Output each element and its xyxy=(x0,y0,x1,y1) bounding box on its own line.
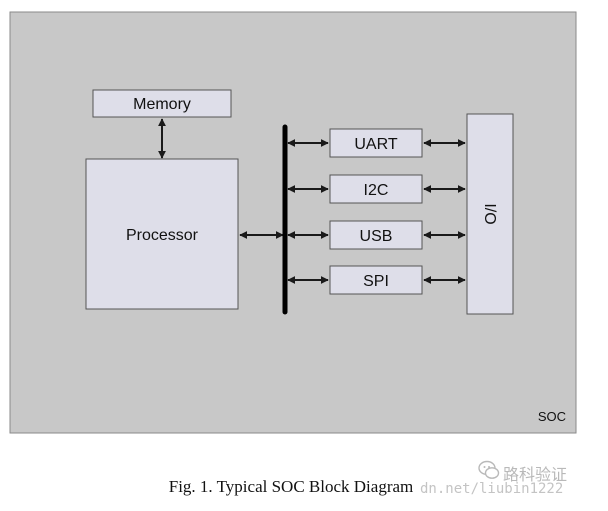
soc-label: SOC xyxy=(538,409,566,424)
url-watermark: dn.net/liubin1222 xyxy=(420,481,564,497)
watermark-text: 路科验证 xyxy=(503,465,568,484)
figure-caption: Fig. 1. Typical SOC Block Diagram xyxy=(168,477,414,496)
processor-label: Processor xyxy=(126,227,199,244)
usb-block xyxy=(329,220,423,250)
i2c-block xyxy=(329,174,423,204)
io-block xyxy=(466,113,514,315)
spi-label: SPI xyxy=(363,273,389,290)
uart-block xyxy=(329,128,423,158)
memory-label: Memory xyxy=(133,96,191,113)
i2c-label: I2C xyxy=(364,182,389,199)
usb-label: USB xyxy=(360,228,393,245)
uart-label: UART xyxy=(354,136,397,153)
memory-block xyxy=(92,89,232,118)
wechat-icon xyxy=(478,460,500,479)
spi-block xyxy=(329,265,423,295)
processor-block xyxy=(85,158,239,310)
io-label: I/O xyxy=(481,203,498,224)
